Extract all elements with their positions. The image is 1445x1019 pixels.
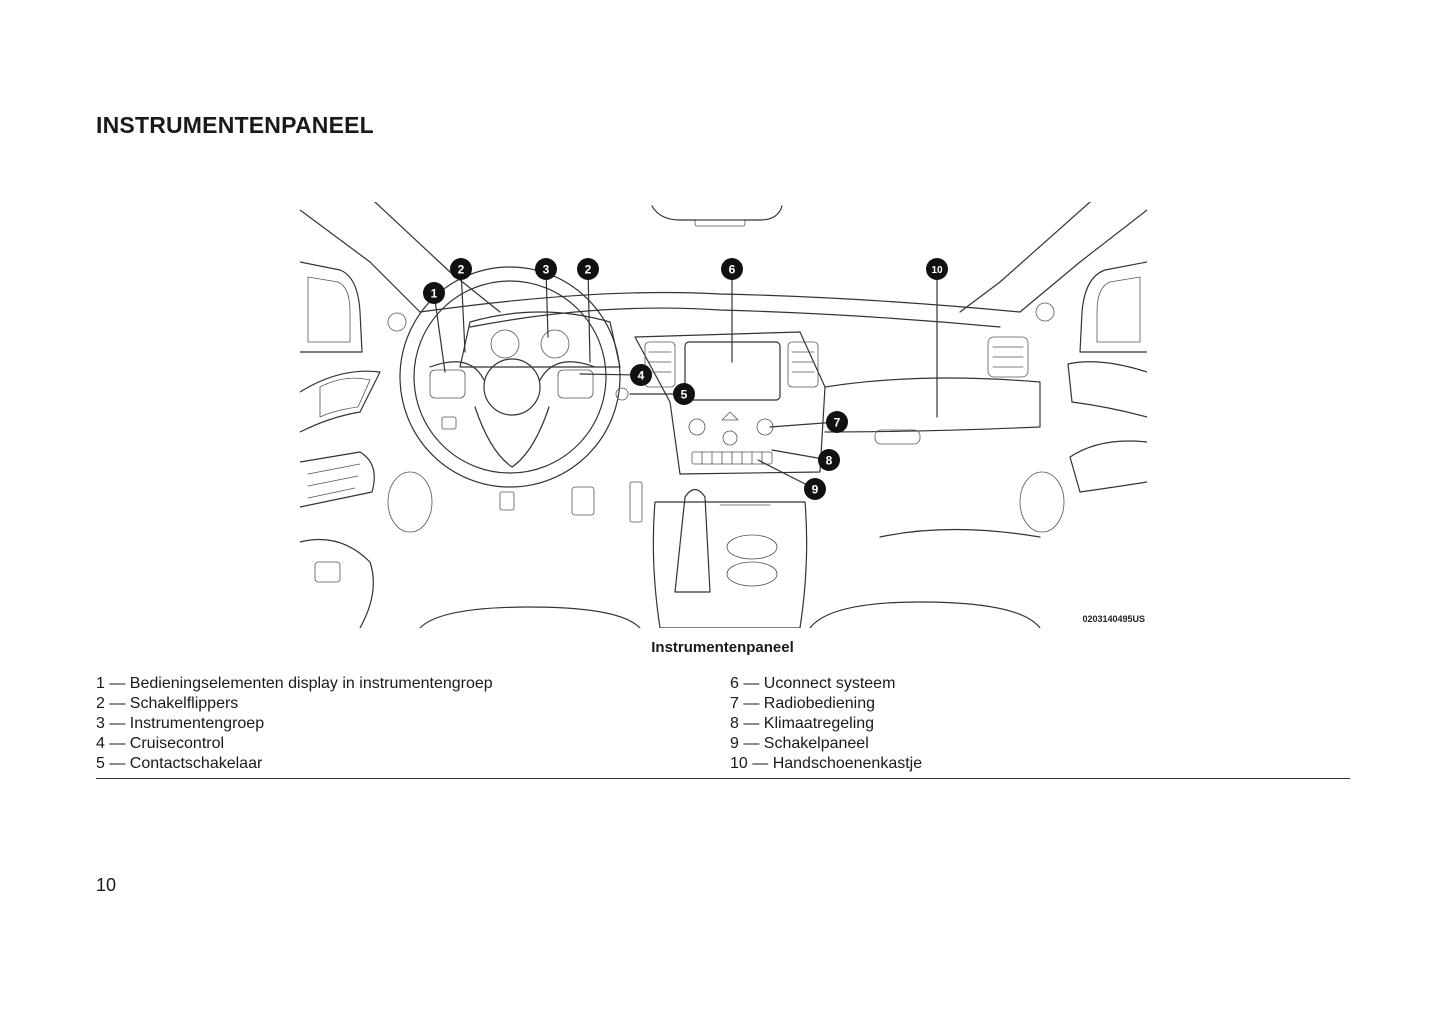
right-speaker <box>1019 471 1065 533</box>
page-title: INSTRUMENTENPANEEL <box>96 112 374 138</box>
figure-caption: Instrumentenpaneel <box>651 639 794 656</box>
driver-seat <box>419 606 641 628</box>
legend-item: 1 — Bedieningselementen display in instr… <box>96 675 493 692</box>
legend-item: 8 — Klimaatregeling <box>730 715 875 732</box>
center-stack <box>634 331 826 475</box>
svg-text:1: 1 <box>431 287 438 301</box>
instrument-cluster <box>459 311 621 368</box>
right-center-vent <box>787 341 819 388</box>
right-wheel-controls <box>557 369 594 399</box>
brake-pedal <box>571 486 595 516</box>
callout-2-right: 2 <box>577 258 599 280</box>
section-divider <box>96 778 1350 779</box>
dashboard-illustration: 1 2 3 2 6 10 4 5 7 8 9 0203140495US <box>300 202 1147 628</box>
legend-item: 3 — Instrumentengroep <box>96 715 265 732</box>
left-speaker <box>387 471 433 533</box>
center-console <box>652 501 808 628</box>
left-wheel-controls <box>429 369 466 399</box>
callout-6: 6 <box>721 258 743 280</box>
steering-wheel-hub <box>483 358 541 416</box>
svg-text:9: 9 <box>812 483 819 497</box>
right-door-mirror <box>1079 261 1147 353</box>
left-climate-knob <box>688 418 706 436</box>
cupholder-rear <box>726 561 778 587</box>
svg-text:6: 6 <box>729 263 736 277</box>
passenger-seat <box>809 601 1041 628</box>
ignition-button <box>615 387 629 401</box>
callout-7: 7 <box>826 411 848 433</box>
dashboard-top <box>419 291 1021 313</box>
legend-item: 9 — Schakelpaneel <box>730 735 869 752</box>
svg-text:8: 8 <box>826 454 833 468</box>
svg-text:7: 7 <box>834 416 841 430</box>
rearview-mirror <box>651 205 783 221</box>
callout-9: 9 <box>804 478 826 500</box>
svg-text:4: 4 <box>638 369 645 383</box>
legend-right-column: 6 — Uconnect systeem 7 — Radiobediening … <box>730 674 922 774</box>
passenger-vent <box>987 336 1029 378</box>
callout-5: 5 <box>673 383 695 405</box>
legend-item: 10 — Handschoenenkastje <box>730 755 923 772</box>
legend-left-column: 1 — Bedieningselementen display in instr… <box>96 674 493 774</box>
legend-item: 5 — Contactschakelaar <box>96 755 263 772</box>
page-number: 10 <box>96 875 117 895</box>
legend-item: 6 — Uconnect systeem <box>730 675 896 692</box>
dashboard-line-drawing: 1 2 3 2 6 10 4 5 7 8 9 0203140495US <box>300 202 1147 628</box>
right-door-handle <box>1067 361 1147 418</box>
left-window-switches <box>300 451 375 508</box>
passenger-dash <box>824 377 1041 433</box>
legend-item: 4 — Cruisecontrol <box>96 735 225 752</box>
legend-item: 2 — Schakelflippers <box>96 695 239 712</box>
legend-item: 7 — Radiobediening <box>730 695 875 712</box>
callout-8: 8 <box>818 449 840 471</box>
callout-10: 10 <box>926 258 948 280</box>
callout-1: 1 <box>423 282 445 304</box>
left-door-mirror <box>300 261 363 353</box>
steering-wheel-rim <box>399 266 621 488</box>
cupholder-front <box>726 534 778 560</box>
svg-text:2: 2 <box>458 263 465 277</box>
left-a-pillar <box>300 209 421 313</box>
callout-3: 3 <box>535 258 557 280</box>
gear-shifter <box>674 488 711 593</box>
center-volume-knob <box>722 430 738 446</box>
svg-text:5: 5 <box>681 388 688 402</box>
callout-4: 4 <box>630 364 652 386</box>
left-door-handle <box>300 370 381 433</box>
callout-2-left: 2 <box>450 258 472 280</box>
figure-code: 0203140495US <box>1082 614 1145 624</box>
glovebox-handle <box>874 429 921 445</box>
right-a-pillar <box>1019 209 1147 313</box>
svg-text:2: 2 <box>585 263 592 277</box>
svg-text:3: 3 <box>543 263 550 277</box>
left-center-vent <box>644 341 676 388</box>
accelerator-pedal <box>629 481 643 523</box>
svg-text:10: 10 <box>931 265 943 276</box>
pedal-left <box>499 491 515 511</box>
